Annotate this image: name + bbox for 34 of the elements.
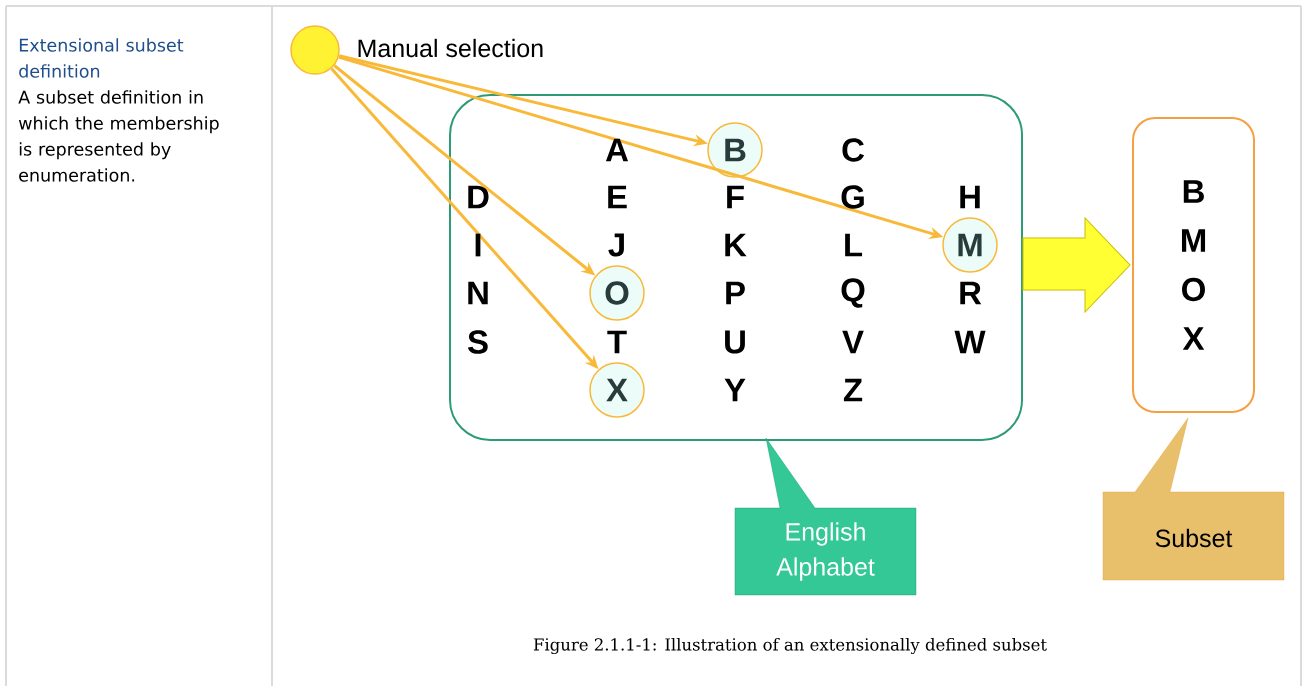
letter: N bbox=[468, 281, 488, 305]
figure-caption: Figure 2.1.1-1: Illustration of an extensionally defined subset bbox=[533, 637, 1047, 655]
letter: Z bbox=[843, 378, 863, 402]
selected-letter: X bbox=[589, 362, 645, 418]
selected-letter: B bbox=[707, 122, 763, 178]
selected-letter: M bbox=[942, 217, 998, 273]
letter: E bbox=[608, 185, 627, 209]
callout: Subset bbox=[1102, 417, 1285, 581]
selected-letter: O bbox=[589, 265, 645, 321]
letter: J bbox=[608, 233, 624, 257]
letter: T bbox=[607, 330, 627, 354]
letter: G bbox=[841, 185, 864, 209]
term-heading: Extensional subset definition bbox=[19, 38, 184, 78]
node-caption: Manual selection bbox=[358, 38, 543, 58]
letter: C bbox=[842, 138, 864, 162]
letter: L bbox=[845, 233, 863, 257]
letter: F bbox=[727, 185, 744, 209]
subset-box: B M O X bbox=[1132, 117, 1255, 413]
block-arrow bbox=[1022, 217, 1131, 313]
letter: Q bbox=[841, 278, 865, 308]
letter: W bbox=[954, 330, 986, 354]
alphabet-box bbox=[449, 94, 1023, 441]
letter: V bbox=[842, 330, 864, 354]
letter: P bbox=[726, 281, 745, 305]
letter: S bbox=[467, 330, 488, 354]
letter: D bbox=[468, 185, 489, 209]
letter: A bbox=[605, 138, 629, 162]
letter: I bbox=[475, 233, 481, 257]
letter: Y bbox=[724, 378, 746, 402]
selection-circle bbox=[290, 25, 340, 75]
definition-text: A subset definition in which the membership is represented by enumeration. bbox=[18, 90, 219, 182]
letter: K bbox=[725, 233, 747, 257]
callout: English Alphabet bbox=[734, 437, 917, 596]
letter: U bbox=[725, 330, 745, 354]
